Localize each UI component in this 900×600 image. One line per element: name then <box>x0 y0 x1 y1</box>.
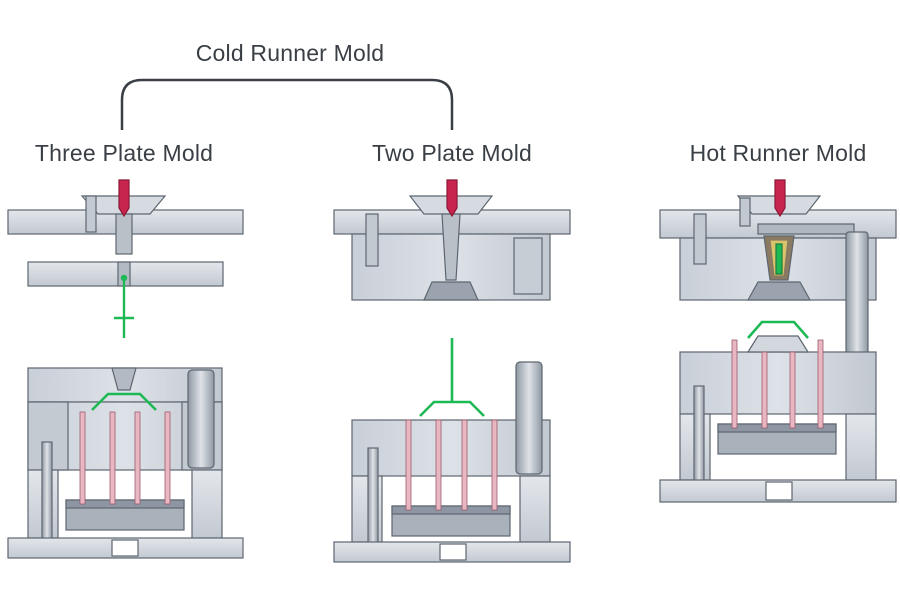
three-plate-ejector-pins <box>79 411 171 505</box>
cold-runner-mold-label: Cold Runner Mold <box>195 40 385 66</box>
two-plate-spacer-right <box>519 475 551 543</box>
three-plate-mold <box>7 179 244 559</box>
three-plate-guide-pillar <box>187 369 215 469</box>
two-plate-sprue <box>441 213 461 281</box>
hot-runner-gate-base <box>746 281 812 301</box>
hot-runner-molded-part <box>747 320 809 339</box>
hot-runner-nozzle <box>774 179 786 218</box>
two-plate-guide-pillar <box>515 361 543 475</box>
three-plate-mold-label: Three Plate Mold <box>34 140 214 166</box>
hot-runner-core-plate <box>679 351 877 415</box>
three-plate-runner-scrap <box>114 274 134 338</box>
three-plate-spacer-right <box>191 469 223 539</box>
hot-runner-spacer-right <box>845 413 877 481</box>
two-plate-mold <box>333 179 571 563</box>
three-plate-nozzle <box>118 179 130 218</box>
cold-runner-bracket <box>120 78 454 130</box>
hot-runner-mold <box>659 179 897 503</box>
two-plate-molded-part <box>419 338 485 417</box>
three-plate-return-pin <box>41 441 53 555</box>
two-plate-mold-label: Two Plate Mold <box>371 140 533 166</box>
three-plate-molded-part <box>91 392 157 411</box>
hot-runner-ejector-pins <box>731 339 824 429</box>
hot-runner-manifold <box>757 223 855 235</box>
two-plate-locating-ring-base <box>423 281 479 301</box>
two-plate-nozzle <box>446 179 458 218</box>
hot-runner-mold-label: Hot Runner Mold <box>689 140 867 166</box>
two-plate-ejector-pins <box>405 419 498 511</box>
